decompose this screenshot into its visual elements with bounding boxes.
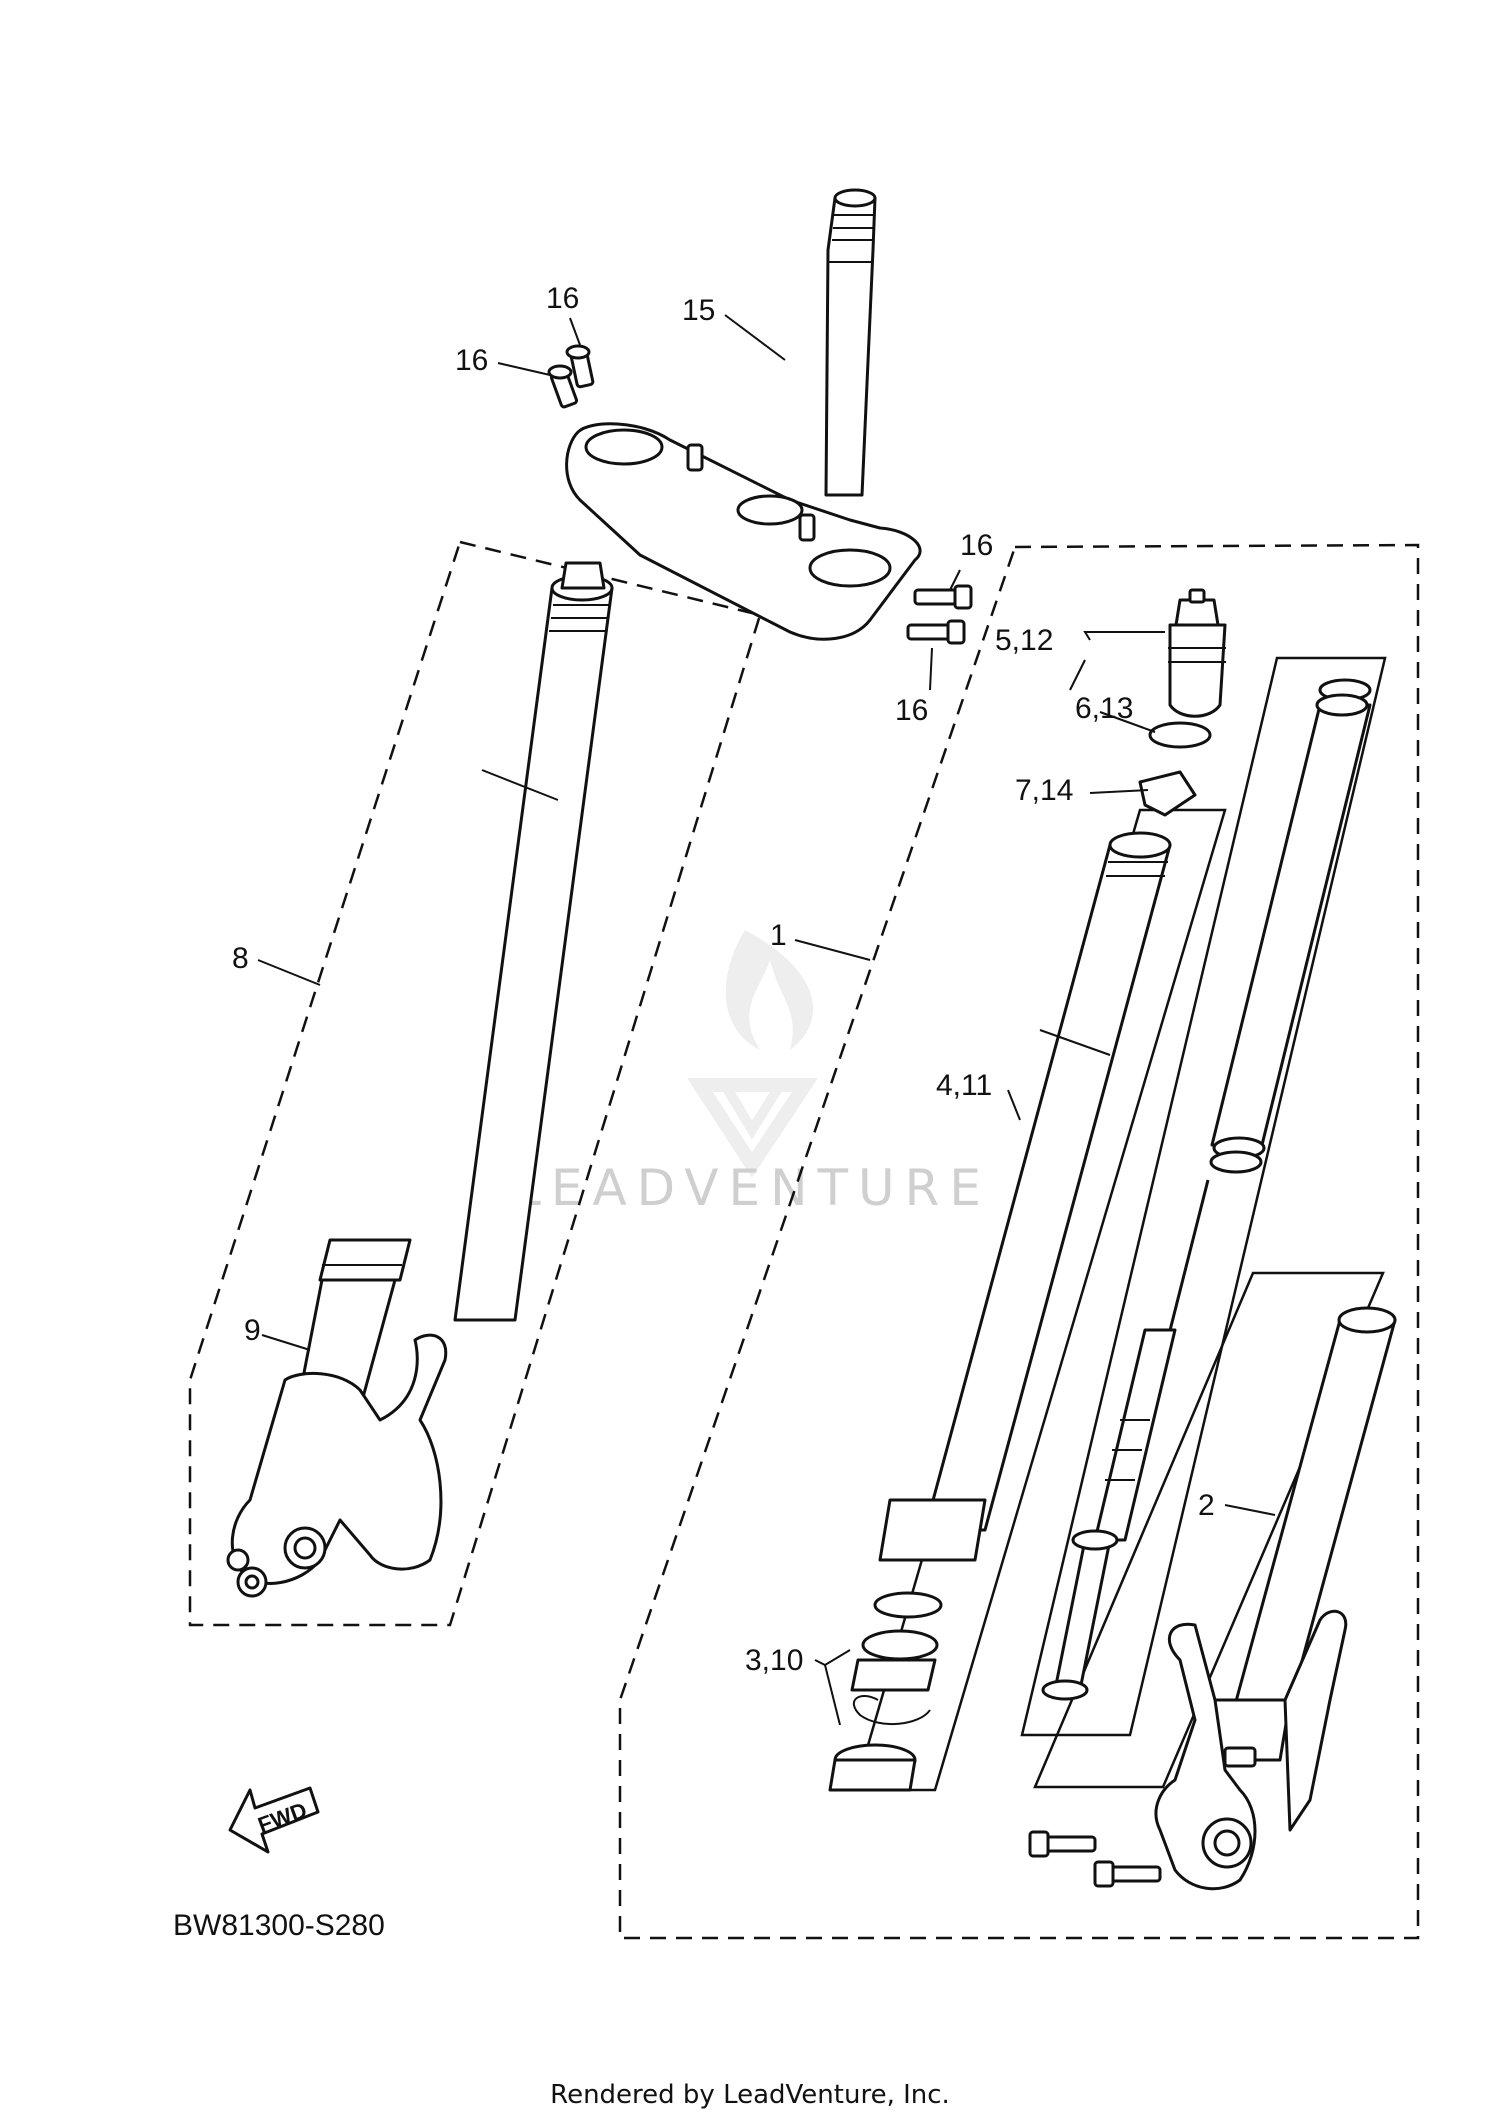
leader-16c (949, 569, 961, 591)
fork-cap-o-ring (1148, 721, 1212, 749)
leader-2 (1224, 1504, 1276, 1516)
axle-holder-right (1154, 1609, 1348, 1891)
leader-5-12-b (1069, 659, 1086, 691)
lower-bracket (565, 422, 922, 641)
leader-6-13 (1099, 711, 1156, 733)
watermark-text: LEADVENTURE (513, 1159, 991, 1217)
leader-16b (497, 362, 551, 376)
axle-bolt-1 (1028, 1830, 1097, 1858)
leader-4-11 (1007, 1089, 1021, 1121)
leader-7-14 (1089, 789, 1149, 794)
leader-1 (794, 939, 871, 961)
rendered-by-footer: Rendered by LeadVenture, Inc. (550, 2080, 950, 2110)
outer-tube-2-box (1033, 1271, 1385, 1789)
callout-16-top: 16 (546, 282, 579, 315)
leader-8 (257, 959, 321, 986)
leadventure-watermark: LEADVENTURE (513, 930, 991, 1217)
diagram-code: BW81300-S280 (173, 1909, 385, 1942)
stem-bolt-top-1 (565, 344, 595, 389)
callout-16-left: 16 (455, 344, 488, 377)
callout-16-right-lower: 16 (895, 694, 928, 727)
stem-bolt-top-2 (547, 364, 578, 409)
inner-tube (878, 831, 1172, 1562)
axle-bolt-2 (1093, 1860, 1162, 1888)
leader-16d (929, 647, 933, 691)
oil-seal-kit (828, 1591, 943, 1792)
leader-3-10 (814, 1649, 851, 1667)
callout-16-right-upper: 16 (960, 529, 993, 562)
leader-16a (569, 317, 581, 346)
steering-stem (824, 188, 877, 497)
clamp-bolt-right-2 (906, 619, 966, 645)
leader-3-10-b (824, 1664, 841, 1726)
fork-assembly-8-outline (188, 540, 762, 1627)
damper-rod (1041, 1179, 1210, 1701)
clamp-bolt-right-1 (913, 584, 973, 610)
callout-4-11: 4,11 (936, 1069, 992, 1102)
forward-arrow-icon: FWD (228, 1786, 320, 1854)
callout-1: 1 (770, 919, 787, 952)
callout-5-12: 5,12 (995, 624, 1053, 657)
left-fork-assembly (226, 561, 614, 1598)
fork-spring (1209, 678, 1372, 1174)
inner-spring-box (1020, 656, 1387, 1737)
fork-washer (1138, 770, 1197, 817)
callout-6-13: 6,13 (1075, 692, 1133, 725)
callout-2: 2 (1198, 1489, 1215, 1522)
leader-9 (261, 1334, 311, 1351)
leadventure-logo-icon (687, 930, 819, 1178)
callout-15: 15 (682, 294, 715, 327)
leader-15 (724, 314, 786, 361)
leader-5-12 (1083, 631, 1165, 641)
fork-cap-bolt (1168, 588, 1227, 718)
callout-7-14: 7,14 (1015, 774, 1073, 807)
callout-3-10: 3,10 (745, 1644, 803, 1677)
outer-tube (1203, 1306, 1397, 1768)
fork-assembly-1-outline (618, 543, 1420, 1940)
callout-8: 8 (232, 942, 249, 975)
callout-9: 9 (244, 1314, 261, 1347)
fwd-label: FWD (255, 1797, 311, 1838)
